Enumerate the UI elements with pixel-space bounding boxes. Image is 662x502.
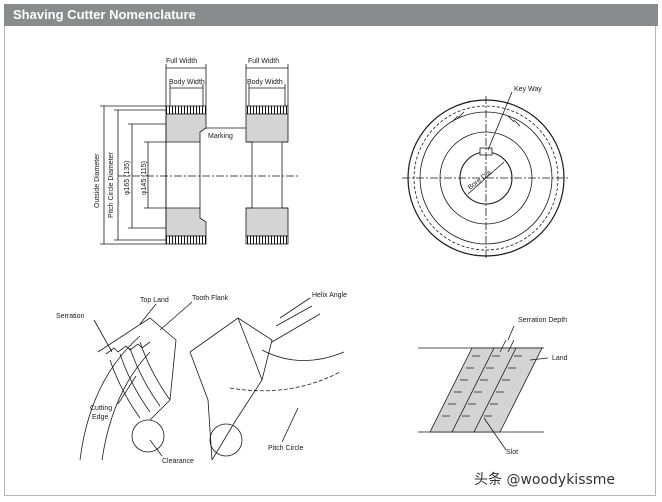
side-view: [100, 64, 300, 245]
tooth-detail-labels: Serration Top Land Tooth Flank Helix Ang…: [56, 292, 347, 465]
body-width-label-2: Body Width: [247, 79, 283, 86]
bore-dia-label: Bore Dia.: [467, 168, 494, 192]
serration-detail-labels: Serration Depth Land Slot: [506, 317, 568, 456]
diagram-frame: [4, 26, 656, 496]
page-title: Shaving Cutter Nomenclature: [13, 7, 196, 22]
cutting-edge-label-2: Edge: [92, 414, 108, 421]
full-width-label-2: Full Width: [248, 58, 279, 65]
serration-label: Serration: [56, 313, 85, 320]
serration-depth-label: Serration Depth: [518, 317, 567, 324]
pitch-circle-diameter-label: Pitch Circle Diameter: [108, 152, 115, 218]
serration-detail: [418, 325, 549, 451]
dia-145-label: φ145 (115): [141, 161, 148, 195]
header-bar: Shaving Cutter Nomenclature: [4, 4, 658, 26]
marking-label: Marking: [208, 133, 233, 140]
helix-angle-label: Helix Angle: [312, 292, 347, 299]
key-way-label: Key Way: [514, 86, 542, 93]
body-width-label-1: Body Width: [169, 79, 205, 86]
side-view-labels: Full Width Full Width Body Width Body Wi…: [94, 58, 283, 218]
front-view: [402, 91, 570, 260]
clearance-label: Clearance: [162, 458, 194, 465]
tooth-flank-label: Tooth Flank: [192, 295, 229, 302]
outside-diameter-label: Outside Diameter: [94, 153, 101, 208]
watermark: 头条 @woodykissme: [474, 471, 615, 488]
full-width-label-1: Full Width: [166, 58, 197, 65]
land-label: Land: [552, 355, 568, 362]
slot-label: Slot: [506, 449, 518, 456]
top-land-label: Top Land: [140, 297, 169, 304]
pitch-circle-label: Pitch Circle: [268, 445, 304, 452]
tooth-detail: [79, 297, 345, 461]
dia-165-label: φ165 (135): [124, 160, 131, 195]
cutting-edge-label-1: Cutting: [90, 405, 112, 412]
